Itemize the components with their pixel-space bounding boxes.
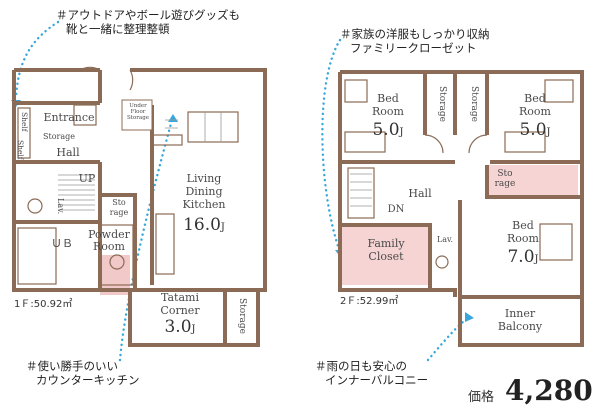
callout-family: ＃家族の洋服もしっかり収納 ファミリークローゼット [340,27,490,55]
f2-bed3-size: 7.0J [507,247,539,267]
arrow-balcony [426,316,470,362]
f2-bed2-size: 5.0J [519,120,551,140]
price-value: 4,280 [505,374,593,407]
callout-outdoor-line2: 靴と一緒に整理整頓 [66,22,170,36]
price-label: 価格 [468,390,495,405]
f2-dn-label: DN [387,204,405,215]
f2-bed1-line1: Bed [377,92,399,105]
f2-storage-c-label: Sto rage [494,169,516,189]
f1-tatami-size: 3.0J [164,317,196,337]
arrow-family [321,38,342,254]
f1-tatami-line2: Corner [160,304,200,317]
f1-tatami-line1: Tatami [161,291,199,304]
f1-up-label: UP [78,172,96,185]
f2-family-closet-fill [341,227,429,285]
f2-bed3-line2: Room [507,232,539,245]
f2-bed1-line2: Room [372,105,404,118]
f2-family-closet-line1: Family [367,237,405,250]
f2-storage-c-fill [486,165,578,197]
callout-balcony: ＃雨の日も安心の インナーバルコニー [315,359,428,387]
floor1-area-label: 1Ｆ:50.92㎡ [14,299,73,310]
callout-outdoor-line1: ＃アウトドアやボール遊びグッズも [56,8,240,22]
callout-kitchen-line2: カウンターキッチン [36,373,140,387]
f2-balcony-line1: Inner [504,307,536,320]
f1-storage-mid-label: Sto rage [109,198,129,217]
f1-hall-label: Hall [56,146,80,159]
callout-balcony-line1: ＃雨の日も安心の [315,359,407,373]
f2-family-closet-line2: Closet [368,250,404,263]
callout-balcony-line2: インナーバルコニー [325,373,429,387]
callout-kitchen: ＃使い勝手のいい カウンターキッチン [26,359,140,387]
f2-storage-b-label: Storage [469,86,479,122]
f1-underfloor-label: Under Floor Storage [127,103,149,121]
floor2-area-label: 2Ｆ:52.99㎡ [340,296,399,307]
f1-storage-tatami-label: Storage [237,298,247,334]
arrow-kitchen [118,118,174,362]
f1-storage-small-label: Storage [43,132,75,141]
f1-entrance-label: Entrance [43,111,95,124]
f2-bed2-line1: Bed [524,92,546,105]
f2-storage-a-label: Storage [437,86,447,122]
f2-balcony-line2: Balcony [497,320,543,333]
f2-bed2-line2: Room [519,105,551,118]
f2-lav-label: Lav. [436,235,454,244]
f2-hall-label: Hall [408,187,432,200]
callout-outdoor: ＃アウトドアやボール遊びグッズも 靴と一緒に整理整頓 [56,8,240,36]
callout-family-line2: ファミリークローゼット [350,41,477,55]
f1-ub-label: ＵＢ [51,237,73,250]
f1-ldk-line2: Dining [185,185,223,198]
f1-ldk-line1: Living [186,172,222,185]
f1-shelf2-label: Shelf [16,140,25,160]
f1-powder-room-label: Powder Room [88,228,130,253]
arrow-outdoor [14,20,60,100]
callout-kitchen-line1: ＃使い勝手のいい [26,359,118,373]
f1-ldk-size: 16.0J [183,215,225,235]
f1-shelf-label: Shelf [20,112,29,132]
arrow-balcony-head [465,312,474,322]
f1-lav-label: Lav. [56,198,65,215]
callout-family-line1: ＃家族の洋服もしっかり収納 [340,27,490,41]
f2-bed1-size: 5.0J [372,120,404,140]
f2-bed3-line1: Bed [512,219,534,232]
f1-ldk-line3: Kitchen [182,198,226,211]
